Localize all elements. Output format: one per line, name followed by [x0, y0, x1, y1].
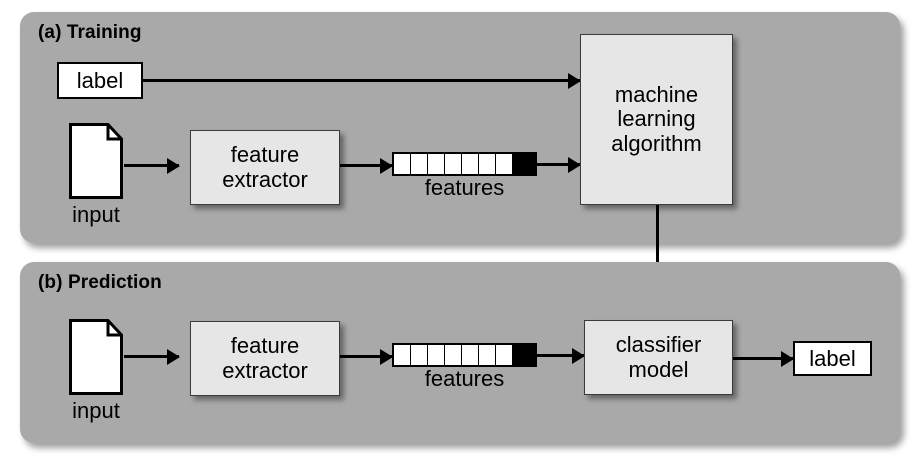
feature-cell [428, 345, 445, 365]
feature-cell [462, 345, 479, 365]
algorithm-line2: learning [617, 106, 696, 132]
panel-prediction-title: (b) Prediction [38, 272, 162, 293]
training-feature-extractor-line1: feature [230, 141, 300, 167]
feature-cell [394, 154, 411, 174]
arrow-label-to-algorithm [143, 79, 580, 82]
training-label-box: label [57, 62, 143, 99]
panel-training-title: (a) Training [38, 22, 142, 43]
algorithm-line1: machine [614, 81, 699, 107]
document-icon [69, 123, 123, 199]
training-label-text: label [76, 67, 124, 93]
prediction-label-box: label [793, 341, 872, 376]
prediction-features-vector: features [392, 343, 537, 391]
prediction-input-label: input [72, 398, 120, 423]
feature-cell [411, 154, 428, 174]
prediction-input-document: input [68, 318, 124, 423]
feature-cell [411, 345, 428, 365]
feature-cell [462, 154, 479, 174]
document-icon [69, 319, 123, 395]
prediction-feature-extractor-line2: extractor [222, 357, 308, 383]
training-input-document: input [68, 122, 124, 227]
prediction-features-label: features [424, 366, 505, 391]
panel-training: (a) Training [20, 12, 900, 243]
training-feature-extractor: feature extractor [190, 130, 340, 205]
prediction-feature-extractor-line1: feature [230, 332, 300, 358]
arrow-input-to-extractor-training [124, 164, 179, 167]
prediction-label-text: label [809, 345, 856, 371]
training-features-label: features [424, 175, 505, 200]
arrow-features-to-classifier [537, 354, 584, 357]
feature-cell [445, 345, 462, 365]
training-input-label: input [72, 202, 120, 227]
arrow-features-to-algorithm [537, 163, 580, 166]
arrow-extractor-to-features-prediction [340, 355, 392, 358]
arrow-algorithm-to-classifier [656, 205, 659, 305]
feature-cell [394, 345, 411, 365]
feature-cell [479, 154, 496, 174]
arrow-extractor-to-features-training [340, 164, 392, 167]
classifier-model-box: classifier model [584, 320, 733, 395]
feature-cell [496, 345, 513, 365]
feature-cell [479, 345, 496, 365]
arrow-input-to-extractor-prediction [124, 355, 179, 358]
feature-cell [496, 154, 513, 174]
feature-cell [445, 154, 462, 174]
machine-learning-algorithm-box: machine learning algorithm [580, 34, 733, 205]
classifier-line1: classifier [615, 331, 702, 357]
classifier-line2: model [628, 356, 689, 382]
training-features-vector: features [392, 152, 537, 200]
feature-cell [428, 154, 445, 174]
training-feature-extractor-line2: extractor [222, 166, 308, 192]
arrow-classifier-to-label [733, 357, 793, 360]
algorithm-line3: algorithm [611, 130, 702, 156]
prediction-feature-extractor: feature extractor [190, 321, 340, 396]
